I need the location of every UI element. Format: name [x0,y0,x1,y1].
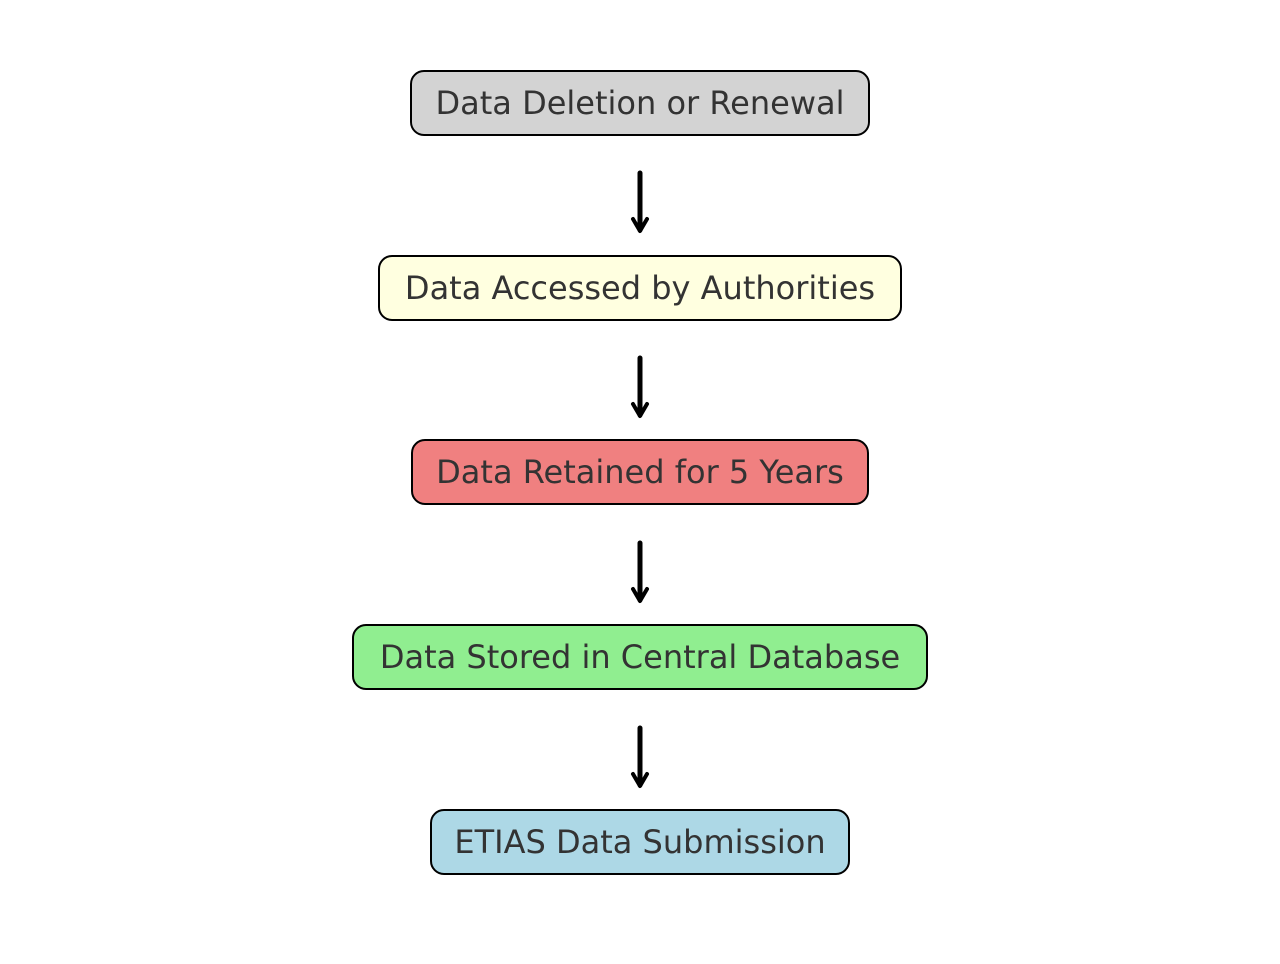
node-etias-data-submission: ETIAS Data Submission [430,809,850,875]
arrow-2 [631,355,649,418]
node-data-stored-in-central-database: Data Stored in Central Database [352,624,928,690]
arrow-3 [631,540,649,603]
node-data-retained-for-5-years: Data Retained for 5 Years [411,439,869,505]
arrow-1 [631,170,649,233]
node-data-deletion-or-renewal: Data Deletion or Renewal [410,70,870,136]
node-data-accessed-by-authorities: Data Accessed by Authorities [378,255,902,321]
arrow-4 [631,725,649,788]
